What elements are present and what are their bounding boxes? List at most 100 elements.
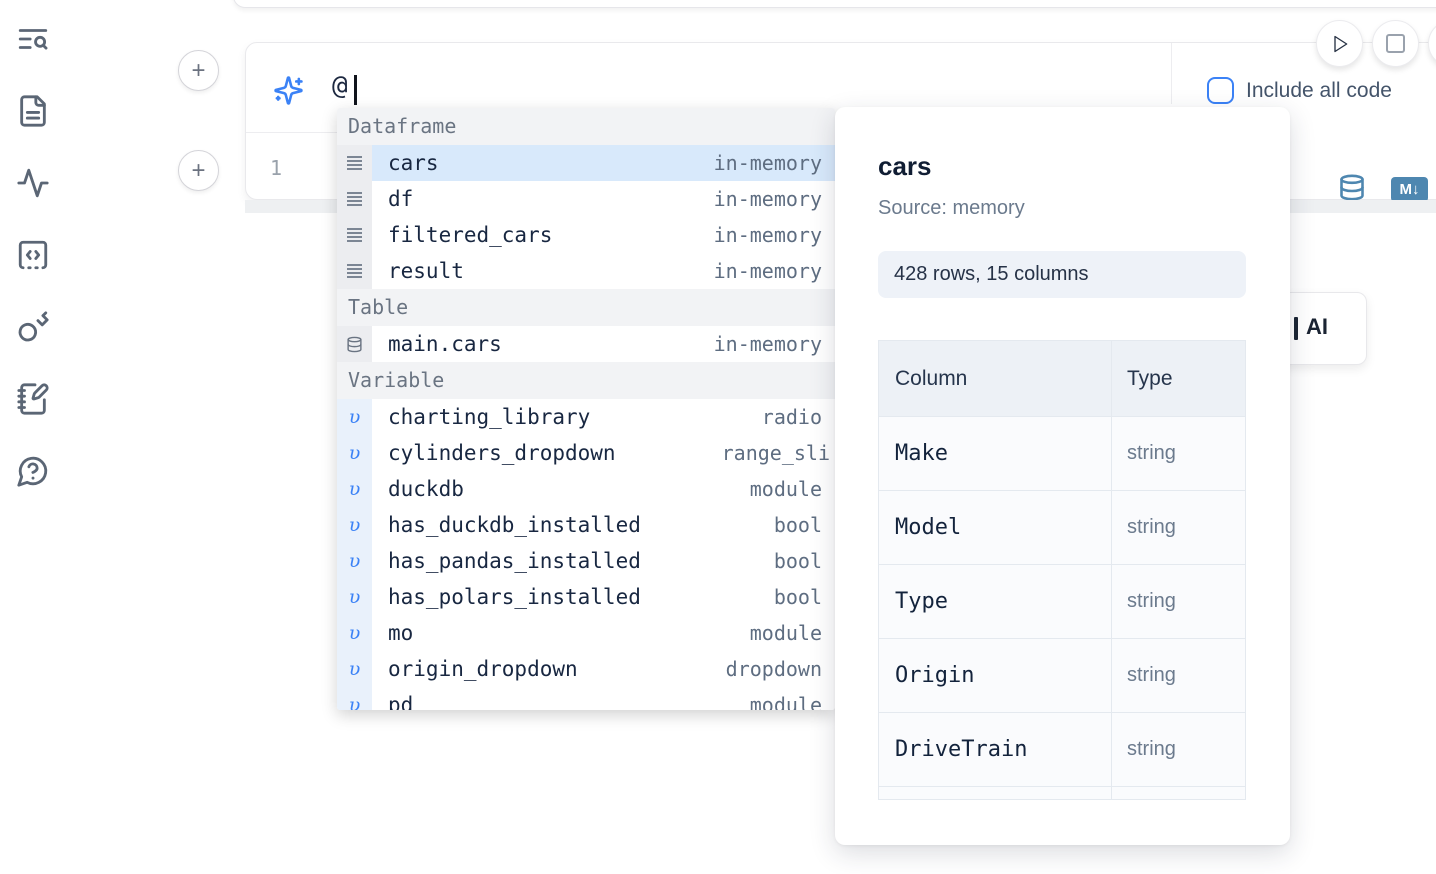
previous-cell-edge: [233, 0, 1436, 8]
popover-source: Source: memory: [878, 197, 1247, 220]
variable-icon: υ: [337, 651, 372, 687]
schema-table-row: Model string: [879, 490, 1245, 564]
schema-column-type: string: [1127, 664, 1176, 687]
schema-column-type: string: [1127, 590, 1176, 613]
schema-table-row: Type string: [879, 564, 1245, 638]
rows-icon: [337, 145, 372, 181]
completion-item[interactable]: υ cylinders_dropdown range_sli: [337, 435, 835, 471]
completion-section-header: Dataframe: [337, 108, 835, 145]
completion-item-name: cylinders_dropdown: [388, 441, 616, 465]
clipped-letter: [1294, 317, 1298, 340]
snippets-icon[interactable]: [16, 238, 50, 272]
variable-icon: υ: [337, 435, 372, 471]
schema-table-row-clipped: [879, 786, 1245, 800]
completion-item-name: filtered_cars: [388, 223, 552, 247]
popover-title: cars: [878, 151, 1247, 182]
schema-table: Column Type MakestringModelstringTypestr…: [878, 340, 1246, 800]
run-cell-button[interactable]: [1316, 20, 1363, 67]
variable-icon: υ: [337, 471, 372, 507]
completion-item-name: cars: [388, 151, 439, 175]
completion-item-name: df: [388, 187, 413, 211]
column-header: Column: [879, 341, 1112, 416]
completion-item-type: in-memory: [714, 151, 822, 175]
completion-item-type: bool: [774, 585, 822, 609]
sidebar: [16, 22, 60, 488]
schema-table-row: DriveTrainstring: [879, 712, 1245, 786]
completion-item-name: main.cars: [388, 332, 502, 356]
completion-item[interactable]: υ origin_dropdown dropdown: [337, 651, 835, 687]
schema-table-header: Column Type: [879, 341, 1245, 416]
completion-item-name: origin_dropdown: [388, 657, 578, 681]
completion-item-name: has_polars_installed: [388, 585, 641, 609]
rows-icon: [337, 253, 372, 289]
completion-item[interactable]: υmomodule: [337, 615, 835, 651]
schema-table-row: Make string: [879, 416, 1245, 490]
completion-item[interactable]: υhas_pandas_installedbool: [337, 543, 835, 579]
text-cursor: [354, 75, 357, 105]
add-cell-above-button[interactable]: +: [178, 50, 219, 91]
completion-item[interactable]: filtered_cars in-memory: [337, 217, 835, 253]
completion-item[interactable]: υhas_duckdb_installedbool: [337, 507, 835, 543]
completion-item-type: module: [750, 621, 822, 645]
scratchpad-icon[interactable]: [16, 382, 50, 416]
completion-item-name: has_pandas_installed: [388, 549, 641, 573]
completion-item[interactable]: result in-memory: [337, 253, 835, 289]
completion-section-header: Variable: [337, 362, 835, 399]
type-header: Type: [1112, 341, 1245, 416]
add-cell-below-button[interactable]: +: [178, 150, 219, 191]
variable-icon: υ: [337, 543, 372, 579]
variable-icon: υ: [337, 579, 372, 615]
schema-column-name: DriveTrain: [895, 737, 1027, 762]
dataframe-preview-popover: cars Source: memory 428 rows, 15 columns…: [835, 107, 1290, 845]
schema-table-row: Originstring: [879, 638, 1245, 712]
markdown-icon[interactable]: M↓: [1391, 177, 1428, 202]
help-icon[interactable]: [16, 454, 50, 488]
completion-item[interactable]: cars in-memory: [337, 145, 835, 181]
rows-icon: [337, 217, 372, 253]
variable-icon: υ: [337, 399, 372, 435]
completion-item-type: range_sli: [722, 441, 830, 465]
completion-item-name: duckdb: [388, 477, 464, 501]
rows-icon: [337, 181, 372, 217]
ai-sparkles-icon: [273, 75, 304, 106]
schema-table-body: MakestringModelstringTypestringOriginstr…: [879, 416, 1245, 800]
schema-column-type: string: [1127, 442, 1176, 465]
completion-item-type: module: [750, 693, 822, 710]
completion-item[interactable]: df in-memory: [337, 181, 835, 217]
completion-section-header: Table: [337, 289, 835, 326]
database-icon: [337, 326, 372, 362]
search-list-icon[interactable]: [16, 22, 50, 56]
completion-item-type: in-memory: [714, 187, 822, 211]
stop-cell-button[interactable]: [1372, 20, 1419, 67]
schema-column-name: Type: [895, 589, 948, 614]
variable-icon: υ: [337, 687, 372, 710]
ai-card-label: AI: [1306, 314, 1328, 340]
mention-completion-dropdown: Dataframecarsin-memorydfin-memoryfiltere…: [337, 108, 835, 710]
completion-item-name: result: [388, 259, 464, 283]
completion-item[interactable]: main.carsin-memory: [337, 326, 835, 362]
completion-item[interactable]: υ charting_library radio: [337, 399, 835, 435]
completion-item[interactable]: υduckdbmodule: [337, 471, 835, 507]
code-line-number: 1: [270, 156, 282, 180]
schema-column-type: string: [1127, 516, 1176, 539]
key-icon[interactable]: [16, 310, 50, 344]
completion-item[interactable]: υpdmodule: [337, 687, 835, 710]
ai-prompt-input[interactable]: @: [332, 71, 348, 101]
include-all-code-checkbox[interactable]: [1207, 77, 1234, 104]
completion-item-name: charting_library: [388, 405, 590, 429]
schema-column-name: Model: [895, 515, 961, 540]
completion-item-name: has_duckdb_installed: [388, 513, 641, 537]
completion-item-type: dropdown: [726, 657, 822, 681]
completion-item-type: in-memory: [714, 259, 822, 283]
schema-column-name: Make: [895, 441, 948, 466]
completion-item-type: radio: [762, 405, 822, 429]
variable-icon: υ: [337, 615, 372, 651]
completion-item-type: bool: [774, 513, 822, 537]
completion-sections: Dataframecarsin-memorydfin-memoryfiltere…: [337, 108, 835, 710]
completion-item[interactable]: υ has_polars_installed bool: [337, 579, 835, 615]
activity-icon[interactable]: [16, 166, 50, 200]
completion-item-type: in-memory: [714, 223, 822, 247]
file-icon[interactable]: [16, 94, 50, 128]
play-icon: [1330, 34, 1350, 54]
include-all-code-label: Include all code: [1246, 79, 1392, 103]
